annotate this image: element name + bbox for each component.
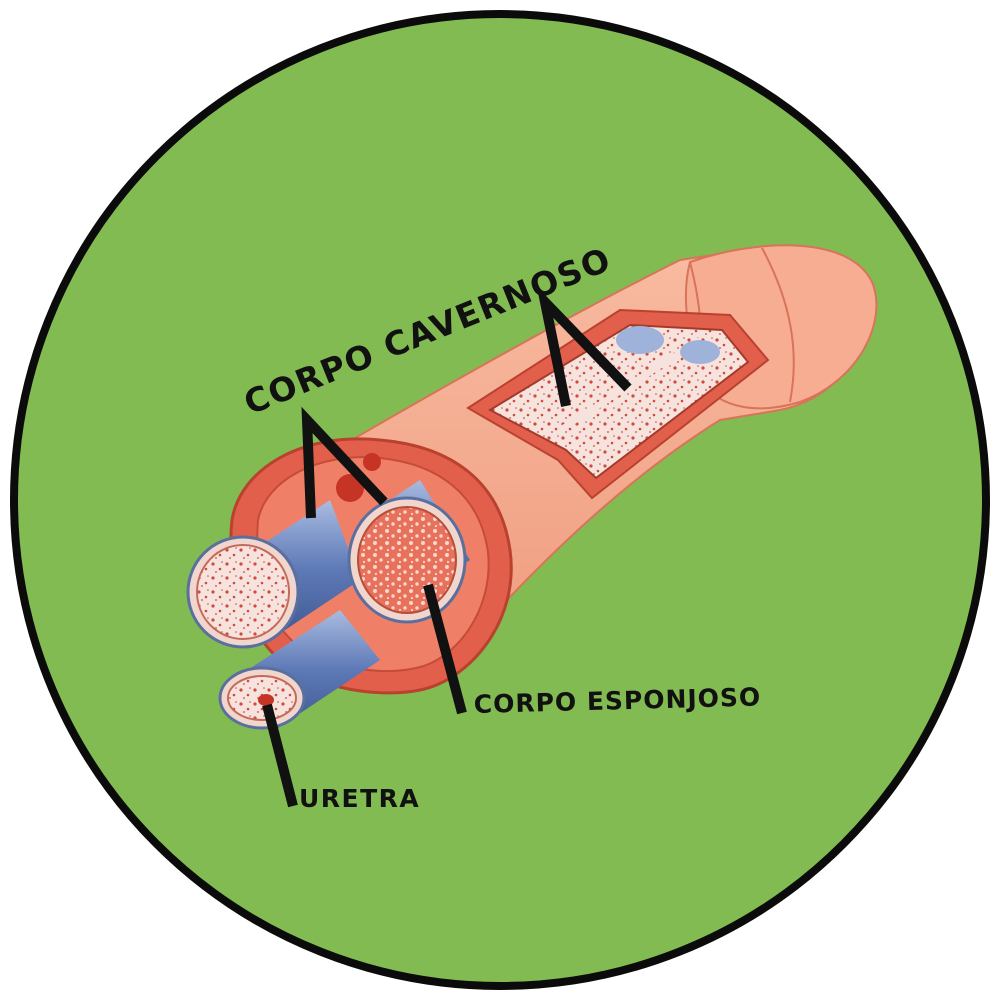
leader-lines xyxy=(262,286,632,808)
urethra-tube xyxy=(218,610,380,730)
leader-uretra xyxy=(262,703,298,808)
leader-cavernoso-right xyxy=(536,286,632,407)
left-cavernosum-tube xyxy=(186,500,360,649)
label-uretra: URETRA xyxy=(299,784,420,813)
leader-esponjoso xyxy=(423,583,467,715)
cutaway-window xyxy=(466,308,770,500)
leader-cavernoso-left xyxy=(301,406,388,519)
